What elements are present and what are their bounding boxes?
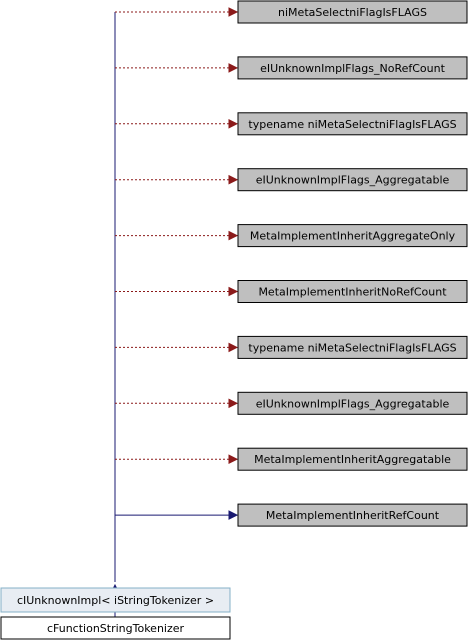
- base-class-label: cIUnknownImpl< iStringTokenizer >: [17, 594, 214, 607]
- base-class-node[interactable]: cIUnknownImpl< iStringTokenizer >: [0, 587, 231, 613]
- template-edge-arrowhead-10: [228, 510, 239, 520]
- template-argument-box-1: [237, 0, 468, 24]
- template-argument-box-9: [237, 447, 468, 471]
- template-argument-label-7: typename niMetaSelectniFlagIsFLAGS: [248, 341, 456, 354]
- template-argument-node-7[interactable]: typename niMetaSelectniFlagIsFLAGS: [237, 335, 468, 359]
- template-edge-arrowhead-2: [228, 63, 239, 73]
- derived-class-node[interactable]: cFunctionStringTokenizer: [0, 616, 231, 640]
- template-argument-box-5: [237, 224, 468, 248]
- template-argument-node-6[interactable]: MetaImplementInheritNoRefCount: [237, 280, 468, 303]
- template-edge-arrowhead-7: [228, 342, 239, 353]
- template-argument-label-6: MetaImplementInheritNoRefCount: [258, 286, 447, 299]
- template-argument-nodes: niMetaSelectniFlagIsFLAGS eIUnknownImplFl…: [237, 0, 468, 527]
- derived-class-label: cFunctionStringTokenizer: [47, 622, 185, 635]
- template-argument-node-1[interactable]: niMetaSelectniFlagIsFLAGS: [237, 0, 468, 24]
- template-edge-arrowhead-4: [228, 174, 239, 185]
- template-argument-label-10: MetaImplementInheritRefCount: [266, 509, 440, 522]
- template-edge-arrowhead-1: [228, 7, 239, 17]
- template-edge-arrowhead-3: [228, 118, 239, 129]
- template-argument-node-4[interactable]: eIUnknownImplFlags_Aggregatable: [237, 168, 468, 192]
- template-argument-box-10: [237, 503, 468, 527]
- template-argument-node-2[interactable]: eIUnknownImplFlags_NoRefCount: [237, 56, 468, 80]
- template-argument-box-3: [237, 112, 468, 136]
- template-argument-node-8[interactable]: eIUnknownImplFlags_Aggregatable: [237, 391, 468, 415]
- template-edge-arrowhead-8: [228, 398, 239, 409]
- template-edge-arrowhead-6: [228, 286, 239, 297]
- template-argument-label-8: eIUnknownImplFlags_Aggregatable: [256, 397, 450, 410]
- template-argument-node-9[interactable]: MetaImplementInheritAggregatable: [237, 447, 468, 471]
- template-argument-box-4: [237, 168, 468, 192]
- template-argument-node-5[interactable]: MetaImplementInheritAggregateOnly: [237, 224, 468, 248]
- edges: [110, 7, 239, 617]
- template-argument-node-10[interactable]: MetaImplementInheritRefCount: [237, 503, 468, 527]
- template-argument-label-5: MetaImplementInheritAggregateOnly: [250, 230, 456, 243]
- template-argument-box-2: [237, 56, 468, 80]
- template-argument-box-7: [237, 335, 468, 359]
- template-argument-label-4: eIUnknownImplFlags_Aggregatable: [256, 174, 450, 187]
- template-edge-arrowhead-9: [228, 454, 239, 465]
- template-argument-box-8: [237, 391, 468, 415]
- template-argument-node-3[interactable]: typename niMetaSelectniFlagIsFLAGS: [237, 112, 468, 136]
- template-argument-label-9: MetaImplementInheritAggregatable: [254, 453, 451, 466]
- template-argument-box-6: [237, 280, 468, 303]
- template-edge-arrowhead-5: [228, 230, 239, 241]
- template-argument-label-3: typename niMetaSelectniFlagIsFLAGS: [248, 118, 456, 131]
- template-argument-label-1: niMetaSelectniFlagIsFLAGS: [278, 6, 427, 19]
- template-argument-label-2: eIUnknownImplFlags_NoRefCount: [260, 62, 446, 75]
